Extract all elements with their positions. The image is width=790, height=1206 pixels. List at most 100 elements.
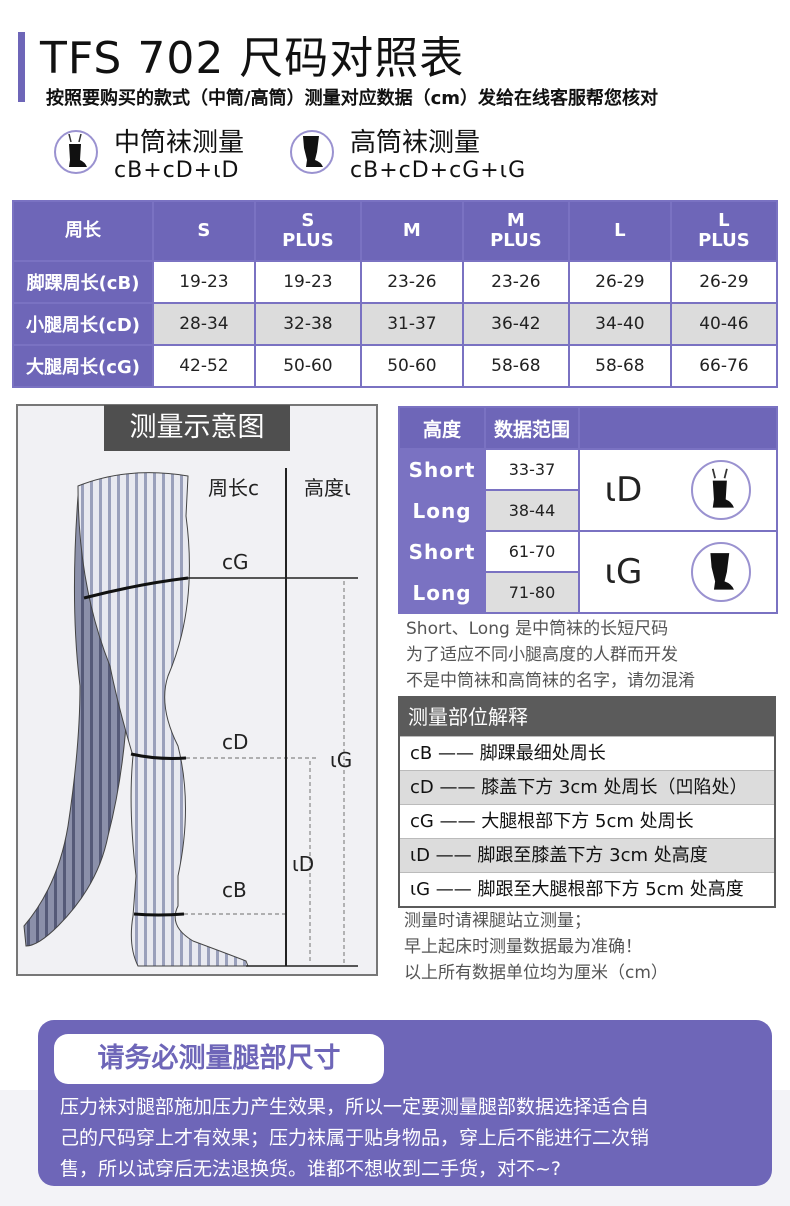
- diagram-label: 测量示意图: [104, 405, 290, 451]
- row-label: Long: [398, 489, 486, 532]
- thigh-high-sock-icon: [691, 542, 752, 602]
- size-col: L: [567, 200, 672, 262]
- card-line: 压力袜对腿部施加压力产生效果，所以一定要测量腿部数据选择适合自: [60, 1096, 650, 1118]
- knee-high-sock-icon: [54, 130, 98, 174]
- table-row: Long 38-44: [398, 489, 777, 532]
- lG-symbol: ιG: [604, 552, 643, 592]
- table-cell: 50-60: [253, 344, 362, 388]
- explanation-item: ιG —— 脚跟至大腿根部下方 5cm 处高度: [400, 872, 774, 906]
- table-cell: 28-34: [152, 302, 256, 346]
- table-cell: 71-80: [484, 571, 580, 614]
- warning-card-text: 压力袜对腿部施加压力产生效果，所以一定要测量腿部数据选择适合自 己的尺码穿上才有…: [60, 1092, 760, 1185]
- table-cell: 50-60: [359, 344, 464, 388]
- row-label: 小腿周长(cD): [12, 302, 154, 346]
- explanation-item: cB —— 脚踝最细处周长: [400, 736, 774, 770]
- table-cell: 58-68: [461, 344, 570, 388]
- legend-formula-thigh: cB+cD+cG+ιG: [350, 158, 527, 183]
- table-row: 大腿周长(cG) 42-52 50-60 50-60 58-68 58-68 6…: [12, 344, 779, 388]
- table-cell: 32-38: [253, 302, 362, 346]
- legend-formula-knee: cB+cD+ιD: [114, 158, 240, 183]
- range-col-header: 数据范围: [484, 406, 580, 450]
- lG-label: ιG: [330, 748, 353, 772]
- page-subtitle: 按照要购买的款式（中筒/高筒）测量对应数据（cm）发给在线客服帮您核对: [46, 88, 658, 109]
- circumference-col-label: 周长c: [208, 476, 259, 500]
- lD-label: ιD: [292, 852, 315, 876]
- symbol-col-header: [578, 406, 778, 450]
- table-row: 脚踝周长(cB) 19-23 19-23 23-26 23-26 26-29 2…: [12, 260, 779, 304]
- card-line: 售，所以试穿后无法退换货。谁都不想收到二手货，对不~?: [60, 1158, 562, 1180]
- row-label: 脚踝周长(cB): [12, 260, 154, 304]
- lG-symbol-cell: ιG: [578, 530, 778, 614]
- note-line: 不是中筒袜和高筒袜的名字，请勿混淆: [406, 671, 695, 691]
- explanation-title: 测量部位解释: [400, 698, 774, 736]
- cB-label: cB: [222, 878, 247, 902]
- size-col: S: [152, 200, 256, 262]
- table-cell: 19-23: [152, 260, 256, 304]
- table-cell: 38-44: [484, 489, 580, 532]
- table-cell: 66-76: [669, 344, 779, 388]
- table-cell: 31-37: [359, 302, 464, 346]
- tip-line: 以上所有数据单位均为厘米（cm）: [404, 963, 668, 983]
- legend-title-thigh: 高筒袜测量: [350, 128, 481, 158]
- size-suffix: PLUS: [698, 230, 750, 251]
- legend-title-knee: 中筒袜测量: [114, 128, 245, 158]
- size-label: L: [614, 220, 626, 242]
- lD-symbol-cell: ιD: [578, 448, 778, 532]
- table-row: 小腿周长(cD) 28-34 32-38 31-37 36-42 34-40 4…: [12, 302, 779, 346]
- table-cell: 58-68: [567, 344, 672, 388]
- measurement-explanation: 测量部位解释 cB —— 脚踝最细处周长 cD —— 膝盖下方 3cm 处周长（…: [398, 696, 776, 908]
- size-label: S: [301, 210, 315, 232]
- table-cell: 23-26: [359, 260, 464, 304]
- cG-label: cG: [222, 550, 249, 574]
- lD-symbol: ιD: [604, 470, 643, 510]
- row-label: Long: [398, 571, 486, 614]
- table-cell: 61-70: [484, 530, 580, 573]
- table-cell: 26-29: [567, 260, 672, 304]
- card-line: 己的尺码穿上才有效果；压力袜属于贴身物品，穿上后不能进行二次销: [60, 1127, 650, 1149]
- size-label: M: [506, 210, 525, 232]
- size-corner: 周长: [12, 200, 154, 262]
- height-col-header: 高度: [398, 406, 486, 450]
- size-col: M: [359, 200, 464, 262]
- size-label: S: [197, 220, 211, 242]
- measurement-tips: 测量时请裸腿站立测量； 早上起床时测量数据最为准确！ 以上所有数据单位均为厘米（…: [404, 908, 668, 986]
- tip-line: 早上起床时测量数据最为准确！: [404, 937, 642, 957]
- table-cell: 40-46: [669, 302, 779, 346]
- height-col-label: 高度ι: [304, 476, 351, 500]
- table-cell: 42-52: [152, 344, 256, 388]
- explanation-item: ιD —— 脚跟至膝盖下方 3cm 处高度: [400, 838, 774, 872]
- size-suffix: PLUS: [490, 230, 542, 251]
- table-row: Short 61-70 ιG: [398, 530, 778, 614]
- leg-illustration: [23, 468, 358, 967]
- height-header-row: 高度 数据范围: [398, 406, 778, 450]
- note-line: 为了适应不同小腿高度的人群而开发: [406, 645, 678, 665]
- size-label: M: [402, 220, 421, 242]
- table-cell: 34-40: [567, 302, 672, 346]
- explanation-item: cD —— 膝盖下方 3cm 处周长（凹陷处）: [400, 770, 774, 804]
- explanation-item: cG —— 大腿根部下方 5cm 处周长: [400, 804, 774, 838]
- thigh-high-sock-icon: [290, 130, 334, 174]
- row-label: Short: [398, 530, 486, 573]
- size-suffix: PLUS: [282, 230, 334, 251]
- table-cell: 19-23: [253, 260, 362, 304]
- cD-label: cD: [222, 730, 249, 754]
- warning-card-title: 请务必测量腿部尺寸: [54, 1034, 384, 1084]
- size-label: L: [718, 210, 730, 232]
- page-title: TFS 702 尺码对照表: [40, 33, 465, 84]
- note-line: Short、Long 是中筒袜的长短尺码: [406, 619, 669, 639]
- knee-high-sock-icon: [691, 460, 752, 520]
- size-note: Short、Long 是中筒袜的长短尺码 为了适应不同小腿高度的人群而开发 不是…: [406, 616, 695, 694]
- row-label: Short: [398, 448, 486, 491]
- title-accent-bar: [18, 32, 25, 102]
- table-cell: 33-37: [484, 448, 580, 491]
- height-table: 高度 数据范围 Short 33-37 ιD Long 38-44 Short: [398, 406, 778, 614]
- measurement-diagram: [16, 404, 378, 976]
- table-cell: 36-42: [461, 302, 570, 346]
- table-row: Short 33-37 ιD: [398, 448, 778, 532]
- table-cell: 26-29: [669, 260, 779, 304]
